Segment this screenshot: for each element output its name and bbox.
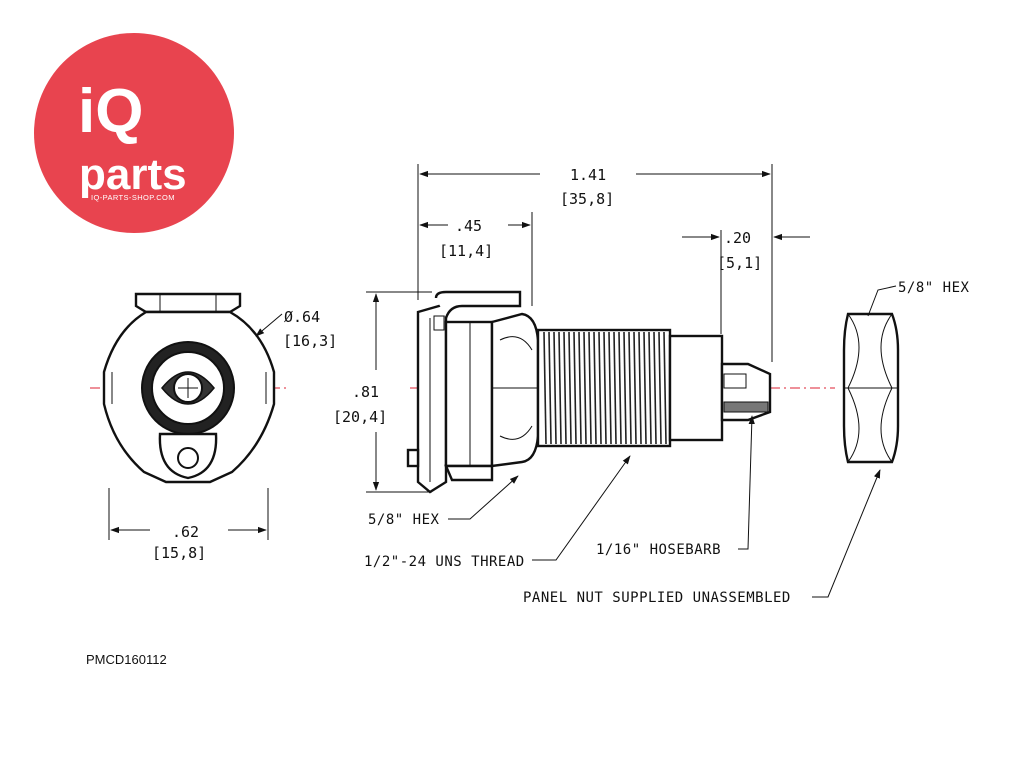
thread-lines bbox=[543, 331, 667, 445]
overall-length-label: 1.41 bbox=[570, 166, 606, 184]
hosebarb-callout: 1/16" HOSEBARB bbox=[596, 542, 721, 558]
side-latch-top bbox=[434, 290, 522, 319]
front-top-tab bbox=[134, 292, 242, 314]
front-diameter-label: Ø.64 bbox=[284, 308, 320, 326]
overall-length-metric: [35,8] bbox=[560, 190, 614, 208]
barb-length-label: .20 bbox=[724, 229, 751, 247]
height-label: .81 bbox=[352, 383, 379, 401]
height-metric: [20,4] bbox=[333, 408, 387, 426]
panel-nut: 5/8" HEX bbox=[842, 280, 970, 464]
front-latch-hole bbox=[177, 447, 199, 469]
panel-nut-callout: PANEL NUT SUPPLIED UNASSEMBLED bbox=[523, 590, 791, 606]
callouts: 5/8" HEX 1/2"-24 UNS THREAD 1/16" HOSEBA… bbox=[364, 415, 881, 606]
logo-brand-bottom: parts bbox=[79, 150, 187, 199]
part-number: PMCD160112 bbox=[86, 652, 167, 667]
front-view: .62 [15,8] Ø.64 [16,3] bbox=[90, 292, 337, 562]
logo-brand-top: iQ bbox=[78, 77, 143, 146]
barb-length-metric: [5,1] bbox=[717, 254, 762, 272]
flange-length-label: .45 bbox=[455, 217, 482, 235]
side-latch-pin bbox=[406, 448, 420, 468]
logo-url: IQ-PARTS-SHOP.COM bbox=[91, 193, 175, 202]
front-width-label: .62 bbox=[172, 523, 199, 541]
side-body bbox=[444, 320, 494, 468]
thread-callout: 1/2"-24 UNS THREAD bbox=[364, 554, 525, 570]
hex-body-callout: 5/8" HEX bbox=[368, 512, 440, 528]
flange-length-metric: [11,4] bbox=[439, 242, 493, 260]
hex-nut-callout: 5/8" HEX bbox=[898, 280, 970, 296]
side-end-body bbox=[668, 334, 724, 442]
logo-circle bbox=[34, 33, 234, 233]
side-view: 1.41 [35,8] .45 [11,4] .20 [5,1] .81 [20… bbox=[333, 164, 835, 494]
front-diameter-metric: [16,3] bbox=[283, 332, 337, 350]
side-flange bbox=[416, 302, 448, 494]
front-width-metric: [15,8] bbox=[152, 544, 206, 562]
brand-logo: iQ parts IQ-PARTS-SHOP.COM bbox=[34, 33, 234, 233]
